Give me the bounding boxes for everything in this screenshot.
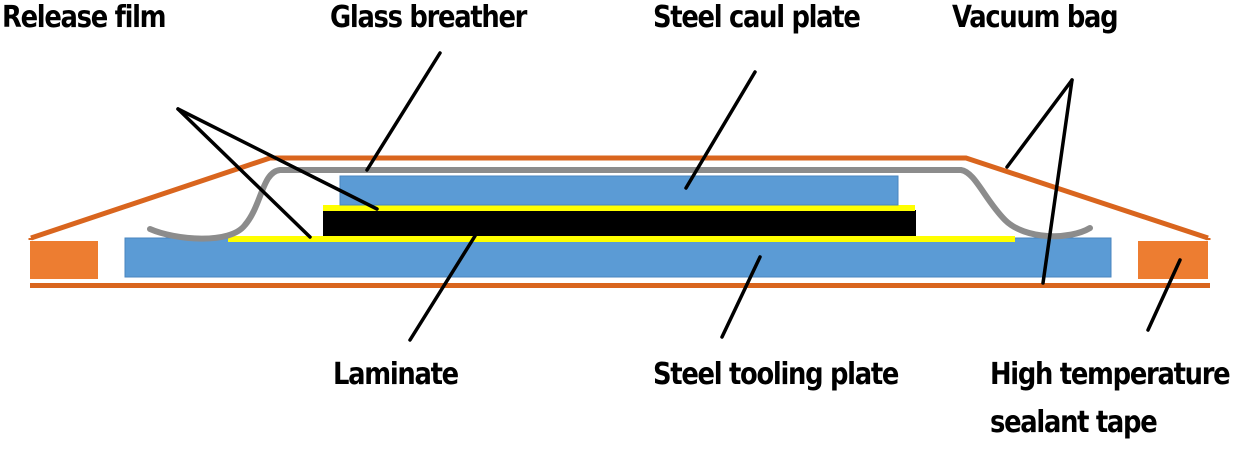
leader-release-film-b xyxy=(176,107,379,211)
release-film-bottom xyxy=(228,236,1015,242)
steel-tooling-plate xyxy=(124,237,1112,278)
label-steel-caul-plate: Steel caul plate xyxy=(653,0,861,35)
vacuum-bag-top xyxy=(30,155,1209,241)
sealant-tape-left xyxy=(30,241,98,279)
glass-breather xyxy=(147,167,1093,242)
leader-vacuum-bag-a xyxy=(1005,78,1074,169)
leader-vacuum-bag-b xyxy=(1041,78,1074,285)
label-steel-tooling-plate: Steel tooling plate xyxy=(653,357,899,392)
release-film-top xyxy=(323,205,915,211)
label-glass-breather: Glass breather xyxy=(330,0,527,35)
leader-steel-caul-plate xyxy=(684,70,757,190)
label-release-film: Release film xyxy=(2,0,167,35)
leader-glass-breather xyxy=(365,51,442,172)
label-sealant-tape-line2: sealant tape xyxy=(990,405,1158,440)
leader-lines xyxy=(176,51,1182,342)
leader-steel-tooling-plate xyxy=(720,255,762,339)
label-vacuum-bag: Vacuum bag xyxy=(952,0,1119,35)
leader-sealant-tape xyxy=(1146,258,1182,332)
vacuum-bag-bottom xyxy=(30,283,1210,288)
leader-laminate xyxy=(408,234,477,342)
label-sealant-tape-line1: High temperature xyxy=(990,357,1231,392)
laminate xyxy=(323,210,916,236)
leader-release-film-a xyxy=(176,107,312,239)
steel-caul-plate xyxy=(339,175,899,206)
label-laminate: Laminate xyxy=(333,357,459,392)
